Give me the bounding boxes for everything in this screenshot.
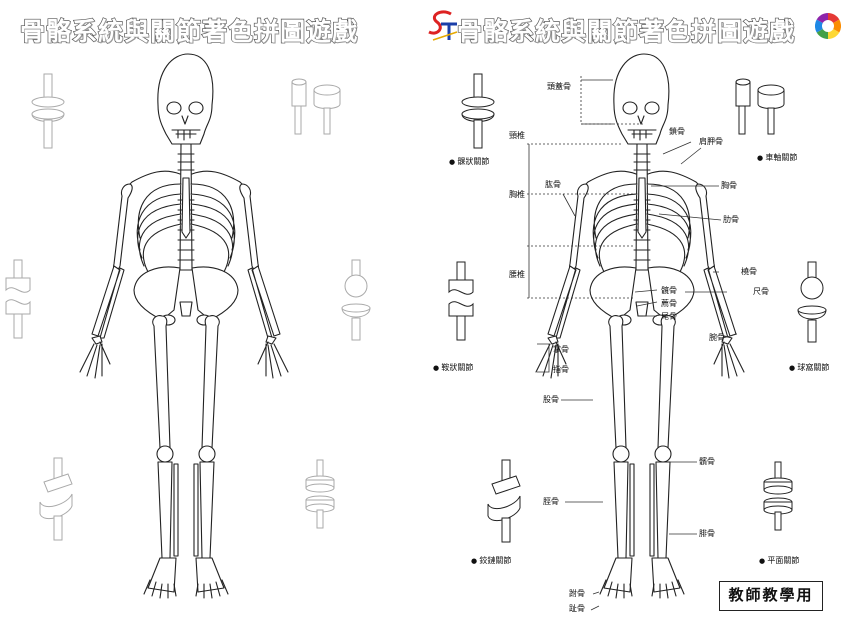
label-phalanx: 指骨 [553, 365, 569, 375]
right-joint-ellipsoid[interactable] [462, 74, 494, 148]
left-joint-ball[interactable] [342, 260, 370, 340]
left-skeleton [80, 54, 288, 598]
left-joint-plane[interactable] [306, 460, 334, 528]
right-joint-pivot[interactable] [736, 79, 784, 134]
label-toe: 趾骨 [569, 604, 585, 614]
left-joint-ellipsoid[interactable] [32, 74, 64, 148]
right-panel: 骨骼系統與關節著色拼圖遊戲 頭蓋骨 頸椎 胸椎 [423, 0, 846, 621]
left-joint-saddle[interactable] [6, 260, 30, 338]
label-humerus: 肱骨 [545, 180, 561, 190]
left-panel: 骨骼系統與關節著色拼圖遊戲 [0, 0, 423, 621]
right-joint-ball[interactable] [798, 262, 826, 342]
label-scapula: 肩胛骨 [699, 137, 723, 147]
right-artwork [423, 0, 846, 621]
label-patella: 髕骨 [699, 457, 715, 467]
right-skeleton [536, 54, 744, 598]
joint-label-saddle: 鞍狀關節 [433, 362, 473, 373]
label-tibia: 脛骨 [543, 497, 559, 507]
label-thoracic: 胸椎 [509, 190, 525, 200]
label-skull: 頭蓋骨 [547, 82, 571, 92]
label-radius: 橈骨 [741, 267, 757, 277]
teacher-use-badge: 教師教學用 [719, 581, 823, 611]
label-femur: 股骨 [543, 395, 559, 405]
label-carpal: 腕骨 [709, 333, 725, 343]
label-lumbar: 腰椎 [509, 270, 525, 280]
joint-label-pivot: 車軸關節 [757, 152, 797, 163]
right-joint-saddle[interactable] [449, 262, 473, 340]
label-cervical: 頸椎 [509, 131, 525, 141]
left-joint-pivot[interactable] [292, 79, 340, 134]
label-rib: 肋骨 [723, 215, 739, 225]
label-metacarpal: 掌骨 [553, 345, 569, 355]
label-sacrum: 薦骨 [661, 299, 677, 309]
label-ulna: 尺骨 [753, 287, 769, 297]
label-coccyx: 尾骨 [661, 312, 677, 322]
label-ilium: 髖骨 [661, 286, 677, 296]
left-joint-hinge[interactable] [40, 458, 72, 540]
label-tarsal: 跗骨 [569, 589, 585, 599]
label-clavicle: 鎖骨 [669, 127, 685, 137]
label-fibula: 腓骨 [699, 529, 715, 539]
left-artwork [0, 0, 423, 621]
joint-label-hinge: 鉸鏈關節 [471, 555, 511, 566]
joint-label-ellipsoid: 髁狀關節 [449, 156, 489, 167]
right-joint-hinge[interactable] [488, 460, 520, 542]
right-joint-plane[interactable] [764, 462, 792, 530]
joint-label-plane: 平面關節 [759, 555, 799, 566]
joint-label-ball: 球窩關節 [789, 362, 829, 373]
label-sternum: 胸骨 [721, 181, 737, 191]
